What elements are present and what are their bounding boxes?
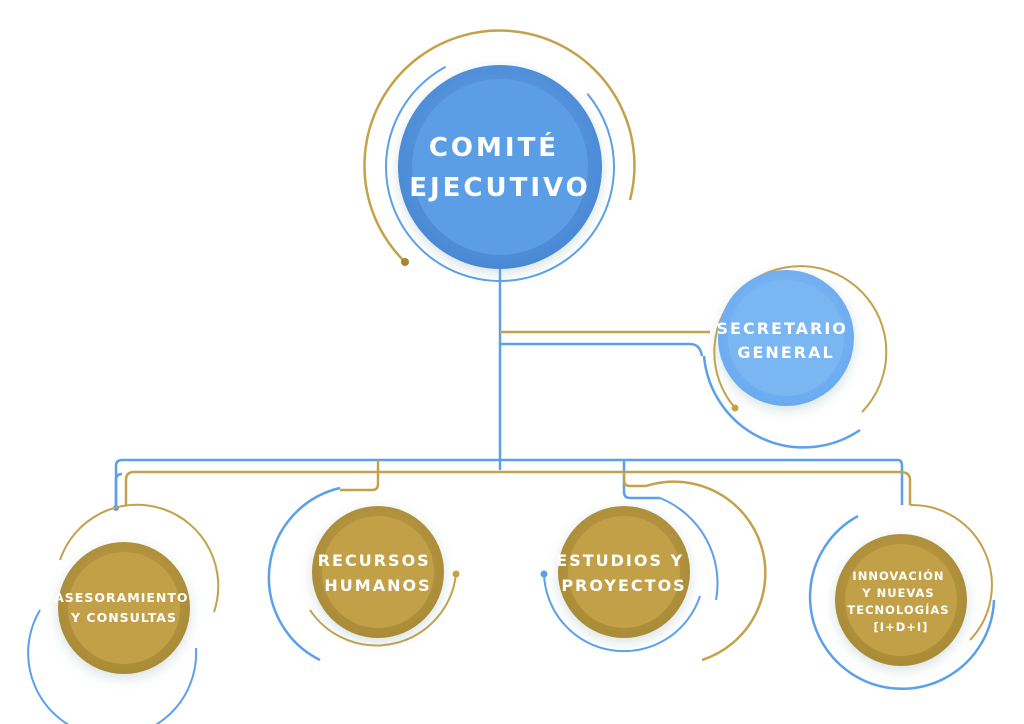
estudios-proyectos-node: ESTUDIOS Y PROYECTOS <box>540 480 767 662</box>
estudios-gold-arc <box>645 480 767 662</box>
secretary-inner-ring <box>728 280 844 396</box>
secretario-general-node: SECRETARIO GENERAL <box>702 265 888 449</box>
secretary-gold-arc <box>713 265 888 413</box>
estudios-label: ESTUDIOS Y PROYECTOS <box>556 551 691 595</box>
drop-estudios-gold <box>622 472 646 488</box>
connector-lines <box>113 262 912 511</box>
root-gold-arc <box>363 29 636 263</box>
innovacion-inner-ring <box>845 544 957 656</box>
rrhh-inner-ring <box>322 516 434 628</box>
bus-gold <box>124 470 912 505</box>
secretary-branch-blue-curve <box>689 342 704 357</box>
root-label: COMITÉ EJECUTIVO <box>409 131 591 203</box>
innovacion-label: INNOVACIÓN Y NUEVAS TECNOLOGÍAS [I+D+I] <box>847 568 954 634</box>
asesoramiento-gold-arc <box>59 503 220 613</box>
secretary-gold-arc-dot <box>731 404 739 412</box>
root-gold-arc-dot <box>401 258 409 266</box>
bus-blue <box>114 458 904 508</box>
rrhh-gold-arc-dot <box>452 570 460 578</box>
estudios-blue-arc-dot <box>540 570 548 578</box>
asesoramiento-inner-ring <box>68 552 180 664</box>
drop-rrhh <box>340 460 380 492</box>
secretary-blue-arc <box>702 355 861 449</box>
innovacion-gold-arc <box>909 503 993 641</box>
rrhh-blue-arc <box>267 486 341 662</box>
estudios-blue-outer-arc <box>659 497 719 601</box>
bus-blue-left-corner <box>114 458 123 508</box>
asesoramiento-node: ASESORAMIENTO Y CONSULTAS <box>27 503 220 724</box>
asesoramiento-label: ASESORAMIENTO Y CONSULTAS <box>54 590 194 625</box>
asesoramiento-blue-arc <box>27 609 198 724</box>
innovacion-node: INNOVACIÓN Y NUEVAS TECNOLOGÍAS [I+D+I] <box>808 503 996 691</box>
secretary-label: SECRETARIO GENERAL <box>717 319 856 362</box>
rrhh-gold-arc <box>309 573 457 647</box>
comite-ejecutivo-node: COMITÉ EJECUTIVO <box>363 29 636 282</box>
estudios-inner-ring <box>568 516 680 628</box>
drop-estudios-blue <box>622 460 660 500</box>
rrhh-label: RECURSOS HUMANOS <box>318 551 439 595</box>
innovacion-blue-arc <box>808 514 996 691</box>
estudios-blue-arc <box>543 573 701 653</box>
root-inner-ring <box>412 79 588 255</box>
recursos-humanos-node: RECURSOS HUMANOS <box>267 486 460 662</box>
